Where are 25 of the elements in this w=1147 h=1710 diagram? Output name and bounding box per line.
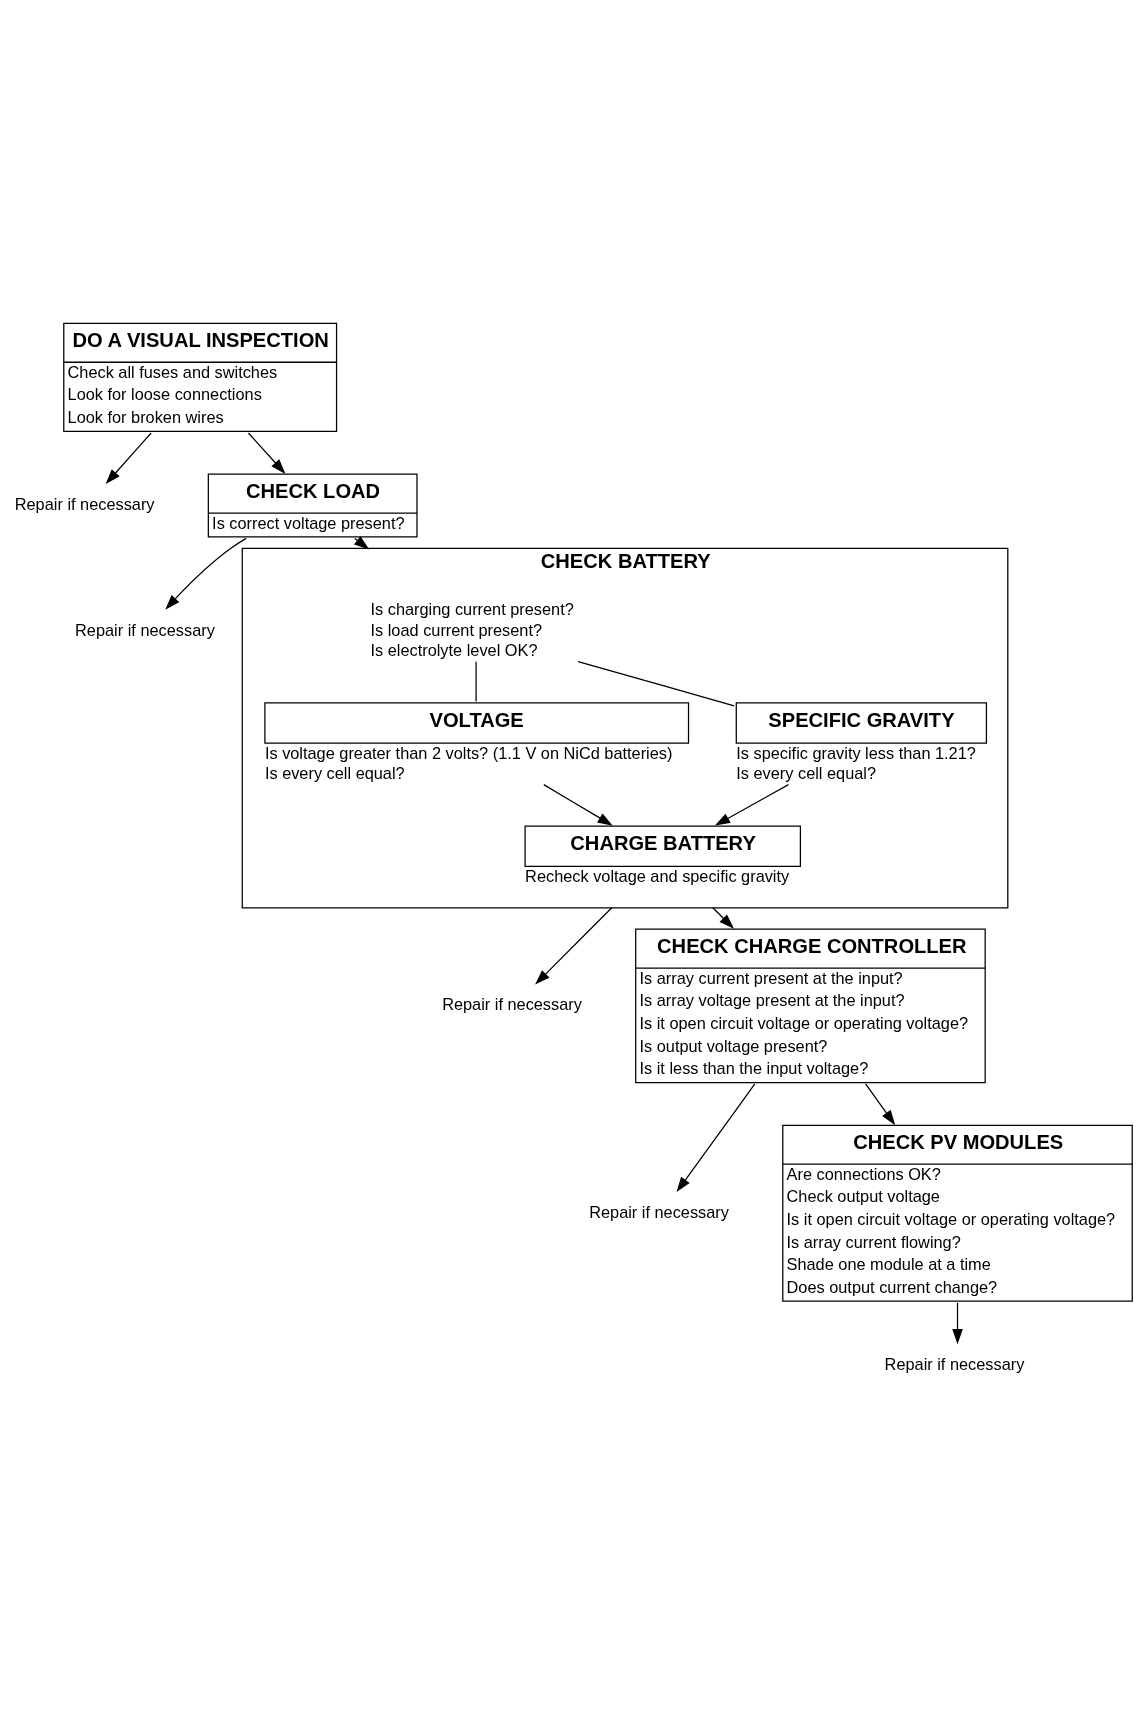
node-text: Is charging current present? Is load current present? Is electrolyte level OK? [370, 600, 574, 659]
arrow [865, 1083, 896, 1126]
arrow [543, 784, 613, 826]
arrow [952, 1302, 963, 1345]
node-label: Recheck voltage and specific gravity [525, 866, 790, 885]
node-box: SPECIFIC GRAVITY [735, 702, 988, 744]
arrow [714, 784, 790, 826]
node-text: Repair if necessary [589, 1202, 729, 1221]
node-label: Is specific gravity less than 1.21? [736, 743, 976, 762]
arrow [535, 907, 613, 985]
arrow [247, 432, 286, 475]
node-box: CHARGE BATTERY [524, 825, 801, 867]
node-label: Is voltage greater than 2 volts? (1.1 V on NiCd batteries) [264, 743, 673, 762]
connector [577, 660, 735, 707]
node-text: Repair if necessary [75, 620, 215, 639]
arrow [354, 536, 370, 550]
node-text: Repair if necessary [14, 494, 155, 513]
node-label: Is every cell equal? [736, 763, 877, 782]
node-label: Is every cell equal? [264, 763, 405, 782]
node-text: Repair if necessary [442, 995, 582, 1014]
node-box: VOLTAGE [264, 702, 690, 744]
node-text: Repair if necessary [884, 1354, 1025, 1373]
connector [475, 661, 477, 702]
arrow [105, 432, 152, 485]
arrow [676, 1083, 756, 1193]
